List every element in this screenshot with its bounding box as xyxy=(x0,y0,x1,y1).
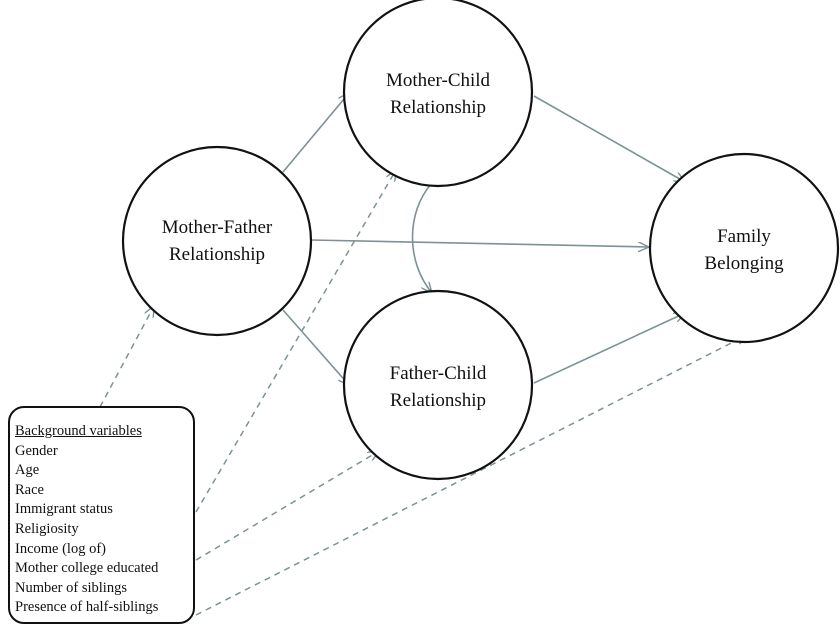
arrow-mf-to-fb xyxy=(310,239,649,247)
arrow-bg-to-mf xyxy=(99,306,154,408)
arrow-bg-to-fb xyxy=(195,335,747,616)
covariance-mc-fc xyxy=(411,183,433,293)
dashed-paths xyxy=(99,170,747,616)
background-item-race: Race xyxy=(15,481,44,498)
node-mother-father: Mother-Father Relationship xyxy=(121,145,313,337)
arrow-fc-to-fb xyxy=(533,312,685,384)
node-mother-child-label-1: Mother-Child xyxy=(386,70,491,91)
background-variables-box: Background variables Gender Age Race Imm… xyxy=(8,406,195,624)
background-item-immigrant-status: Immigrant status xyxy=(15,501,113,518)
node-family-belonging: Family Belonging xyxy=(648,152,840,344)
background-item-mother-college: Mother college educated xyxy=(15,560,159,577)
solid-paths xyxy=(282,93,685,385)
node-father-child: Father-Child Relationship xyxy=(342,289,534,481)
arrow-mf-to-mc xyxy=(282,93,349,173)
arrow-mc-to-fb xyxy=(533,95,685,182)
background-item-gender: Gender xyxy=(15,442,58,459)
node-mother-child: Mother-Child Relationship xyxy=(342,0,534,188)
background-item-income: Income (log of) xyxy=(15,540,106,557)
node-father-child-label-1: Father-Child xyxy=(390,363,487,384)
node-family-belonging-label-1: Family xyxy=(717,226,771,247)
node-family-belonging-label-2: Belonging xyxy=(704,253,784,274)
background-item-age: Age xyxy=(15,462,40,479)
node-father-child-label-2: Relationship xyxy=(390,390,486,411)
arrow-bg-to-mc xyxy=(195,170,396,513)
background-item-siblings: Number of siblings xyxy=(15,579,127,596)
arrow-mf-to-fc xyxy=(282,309,349,385)
node-mother-father-label-1: Mother-Father xyxy=(162,217,273,238)
background-item-religiosity: Religiosity xyxy=(15,520,79,537)
background-item-half-siblings: Presence of half-siblings xyxy=(15,599,159,616)
background-variables-title: Background variables xyxy=(15,423,142,439)
node-mother-child-label-2: Relationship xyxy=(390,97,486,118)
node-mother-father-label-2: Relationship xyxy=(169,244,265,265)
arrow-bg-to-fc xyxy=(195,451,379,561)
